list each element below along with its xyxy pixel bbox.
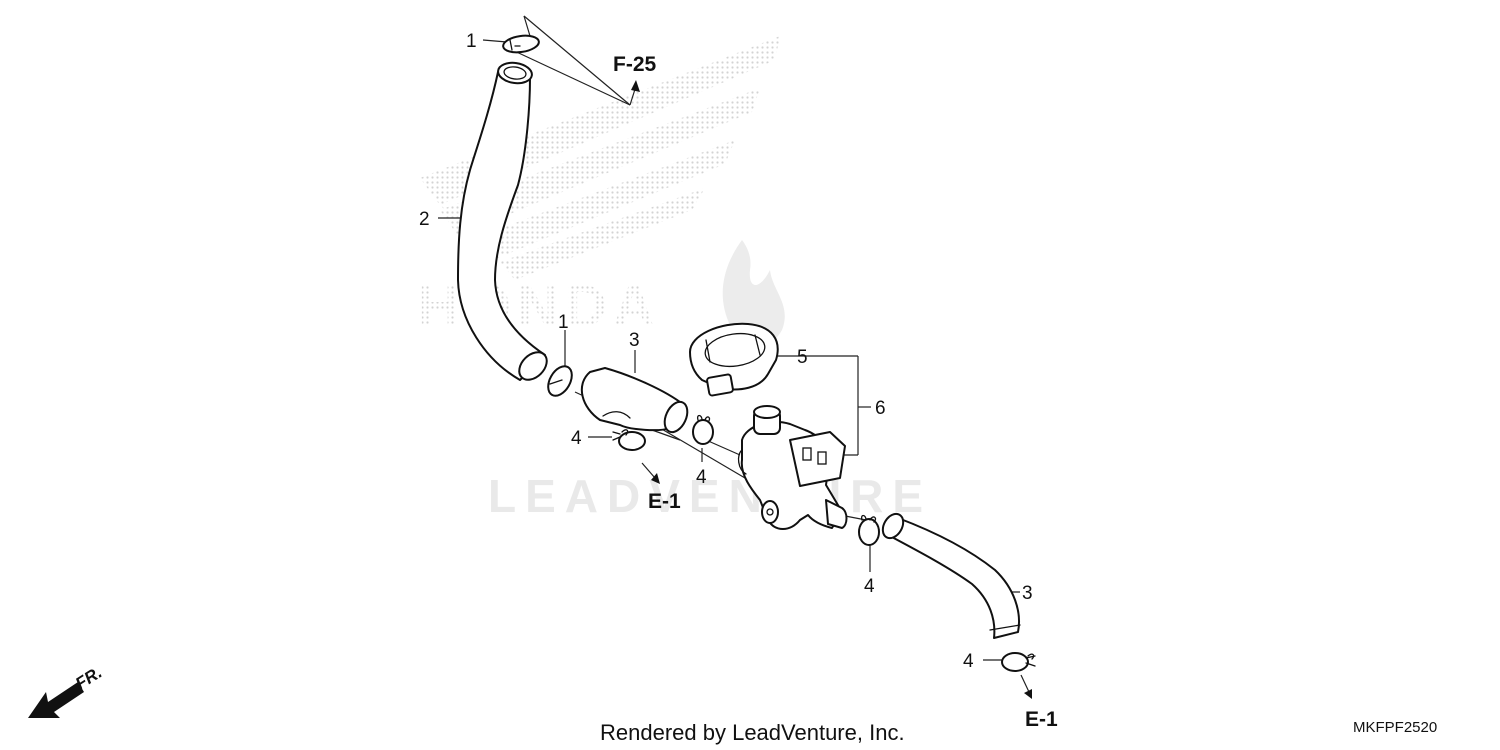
callout-3-lower: 3 [1022, 583, 1033, 604]
clamp-part-1-top [502, 34, 540, 54]
callout-4-center: 4 [696, 467, 707, 488]
callout-3-upper: 3 [629, 330, 640, 351]
reference-arrows [629, 80, 1032, 699]
callout-5: 5 [797, 347, 808, 368]
leadventure-flame-watermark: LEADVENTURE [488, 240, 932, 522]
callout-6: 6 [875, 398, 886, 419]
clip-part-4-center [692, 414, 714, 445]
hose-part-3-lower [881, 512, 1021, 639]
callout-4-left: 4 [571, 428, 582, 449]
hose-part-2 [457, 61, 548, 381]
honda-logo-text: HONDA [418, 274, 661, 339]
mount-part-5 [689, 322, 779, 397]
clip-part-4-lower [858, 514, 880, 546]
valve-part-6 [737, 405, 848, 530]
footer-credit: Rendered by LeadVenture, Inc. [600, 720, 905, 745]
reference-f25[interactable]: F-25 [613, 53, 657, 76]
front-direction-indicator: FR. [28, 663, 105, 718]
front-arrow-icon [28, 682, 84, 718]
callout-4-lower: 4 [864, 576, 875, 597]
callout-1-top: 1 [466, 31, 477, 52]
diagram-code: MKFPF2520 [1353, 719, 1437, 736]
hose-part-3-upper [580, 367, 689, 434]
leadventure-watermark-text: LEADVENTURE [488, 470, 932, 522]
clip-part-4-bottom [1001, 652, 1036, 672]
reference-e1-left[interactable]: E-1 [648, 490, 681, 513]
reference-e1-bottom[interactable]: E-1 [1025, 708, 1058, 731]
callout-2: 2 [419, 209, 430, 230]
callout-1-middle: 1 [558, 312, 569, 333]
clamp-part-1-middle [547, 365, 573, 397]
callout-4-bottom: 4 [963, 651, 974, 672]
clip-part-4-left [612, 429, 646, 451]
